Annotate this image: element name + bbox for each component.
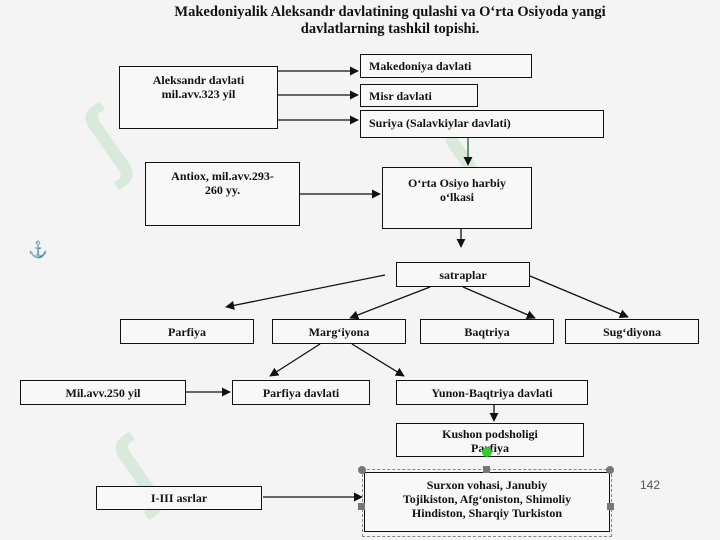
edge-margiyona-yunon	[351, 343, 405, 377]
edge-satraplar-margiyona	[349, 286, 431, 320]
edge-satraplar-sugdiyona	[529, 275, 629, 319]
title-line-1: Makedoniyalik Aleksandr davlatining qula…	[174, 4, 606, 20]
node-text: Surxon vohasi, Janubiy	[426, 478, 548, 492]
node-baqtriya: Baqtriya	[420, 319, 554, 344]
anchor-icon: ⚓	[28, 242, 48, 259]
node-antiox: Antiox, mil.avv.293- 260 yy.	[145, 162, 300, 226]
resize-handle-left[interactable]	[358, 503, 365, 510]
page-number: 142	[640, 478, 661, 492]
node-text: Mil.avv.250 yil	[65, 386, 141, 400]
resize-handle-top-left[interactable]	[358, 466, 366, 474]
node-text: Suriya (Salavkiylar davlati)	[369, 116, 511, 130]
node-text: satraplar	[439, 268, 487, 282]
node-text: mil.avv.323 yil	[161, 87, 236, 101]
rotate-handle[interactable]	[482, 447, 492, 457]
edge-satraplar-baqtriya	[462, 286, 536, 319]
node-parfiya: Parfiya	[120, 319, 254, 344]
node-text: Sug‘diyona	[602, 325, 662, 339]
node-kushon: Kushon podsholigi Parfiya	[396, 423, 584, 457]
resize-handle-top-right[interactable]	[606, 466, 614, 474]
node-aleksandr: Aleksandr davlati mil.avv.323 yil	[119, 66, 278, 129]
node-orta-osiyo: O‘rta Osiyo harbiy o‘lkasi	[382, 167, 532, 229]
edge-margiyona-parfiya-davlati	[269, 343, 321, 377]
node-text: Tojikiston, Afg‘oniston, Shimoliy	[402, 492, 572, 506]
node-text: Misr davlati	[369, 89, 432, 103]
node-satraplar: satraplar	[396, 262, 530, 287]
node-sugdiyona: Sug‘diyona	[565, 319, 699, 344]
node-text: Antiox, mil.avv.293-	[171, 169, 274, 183]
node-margiyona: Marg‘iyona	[272, 319, 406, 344]
node-surxon[interactable]: Surxon vohasi, Janubiy Tojikiston, Afg‘o…	[364, 472, 610, 532]
node-suriya: Suriya (Salavkiylar davlati)	[360, 110, 604, 138]
node-text: Marg‘iyona	[308, 325, 370, 339]
node-text: Makedoniya davlati	[369, 59, 472, 73]
node-mil-250: Mil.avv.250 yil	[20, 380, 186, 405]
page-title: Makedoniyalik Aleksandr davlatining qula…	[80, 4, 700, 38]
node-text: Parfiya	[168, 325, 206, 339]
node-text: O‘rta Osiyo harbiy	[408, 176, 506, 190]
selection-frame	[362, 469, 612, 537]
node-text: o‘lkasi	[439, 190, 474, 204]
node-text: Yunon-Baqtriya davlati	[431, 386, 553, 400]
node-yunon-baqtriya: Yunon-Baqtriya davlati	[396, 380, 588, 405]
node-i-iii: I-III asrlar	[96, 486, 262, 510]
node-text: Aleksandr davlati	[152, 73, 245, 87]
node-text: I-III asrlar	[150, 491, 208, 505]
node-text: Parfiya davlati	[262, 386, 340, 400]
node-text: Baqtriya	[464, 325, 510, 339]
node-misr: Misr davlati	[360, 84, 478, 107]
node-text: Hindiston, Sharqiy Turkiston	[411, 506, 563, 520]
edge-satraplar-parfiya	[225, 274, 386, 310]
title-line-2: davlatlarning tashkil topishi.	[300, 21, 480, 37]
node-parfiya-davlati: Parfiya davlati	[232, 380, 370, 405]
resize-handle-top[interactable]	[483, 466, 490, 473]
node-text: 260 yy.	[204, 183, 241, 197]
resize-handle-right[interactable]	[607, 503, 614, 510]
node-text: Kushon podsholigi	[442, 427, 538, 441]
node-makedoniya: Makedoniya davlati	[360, 54, 532, 78]
